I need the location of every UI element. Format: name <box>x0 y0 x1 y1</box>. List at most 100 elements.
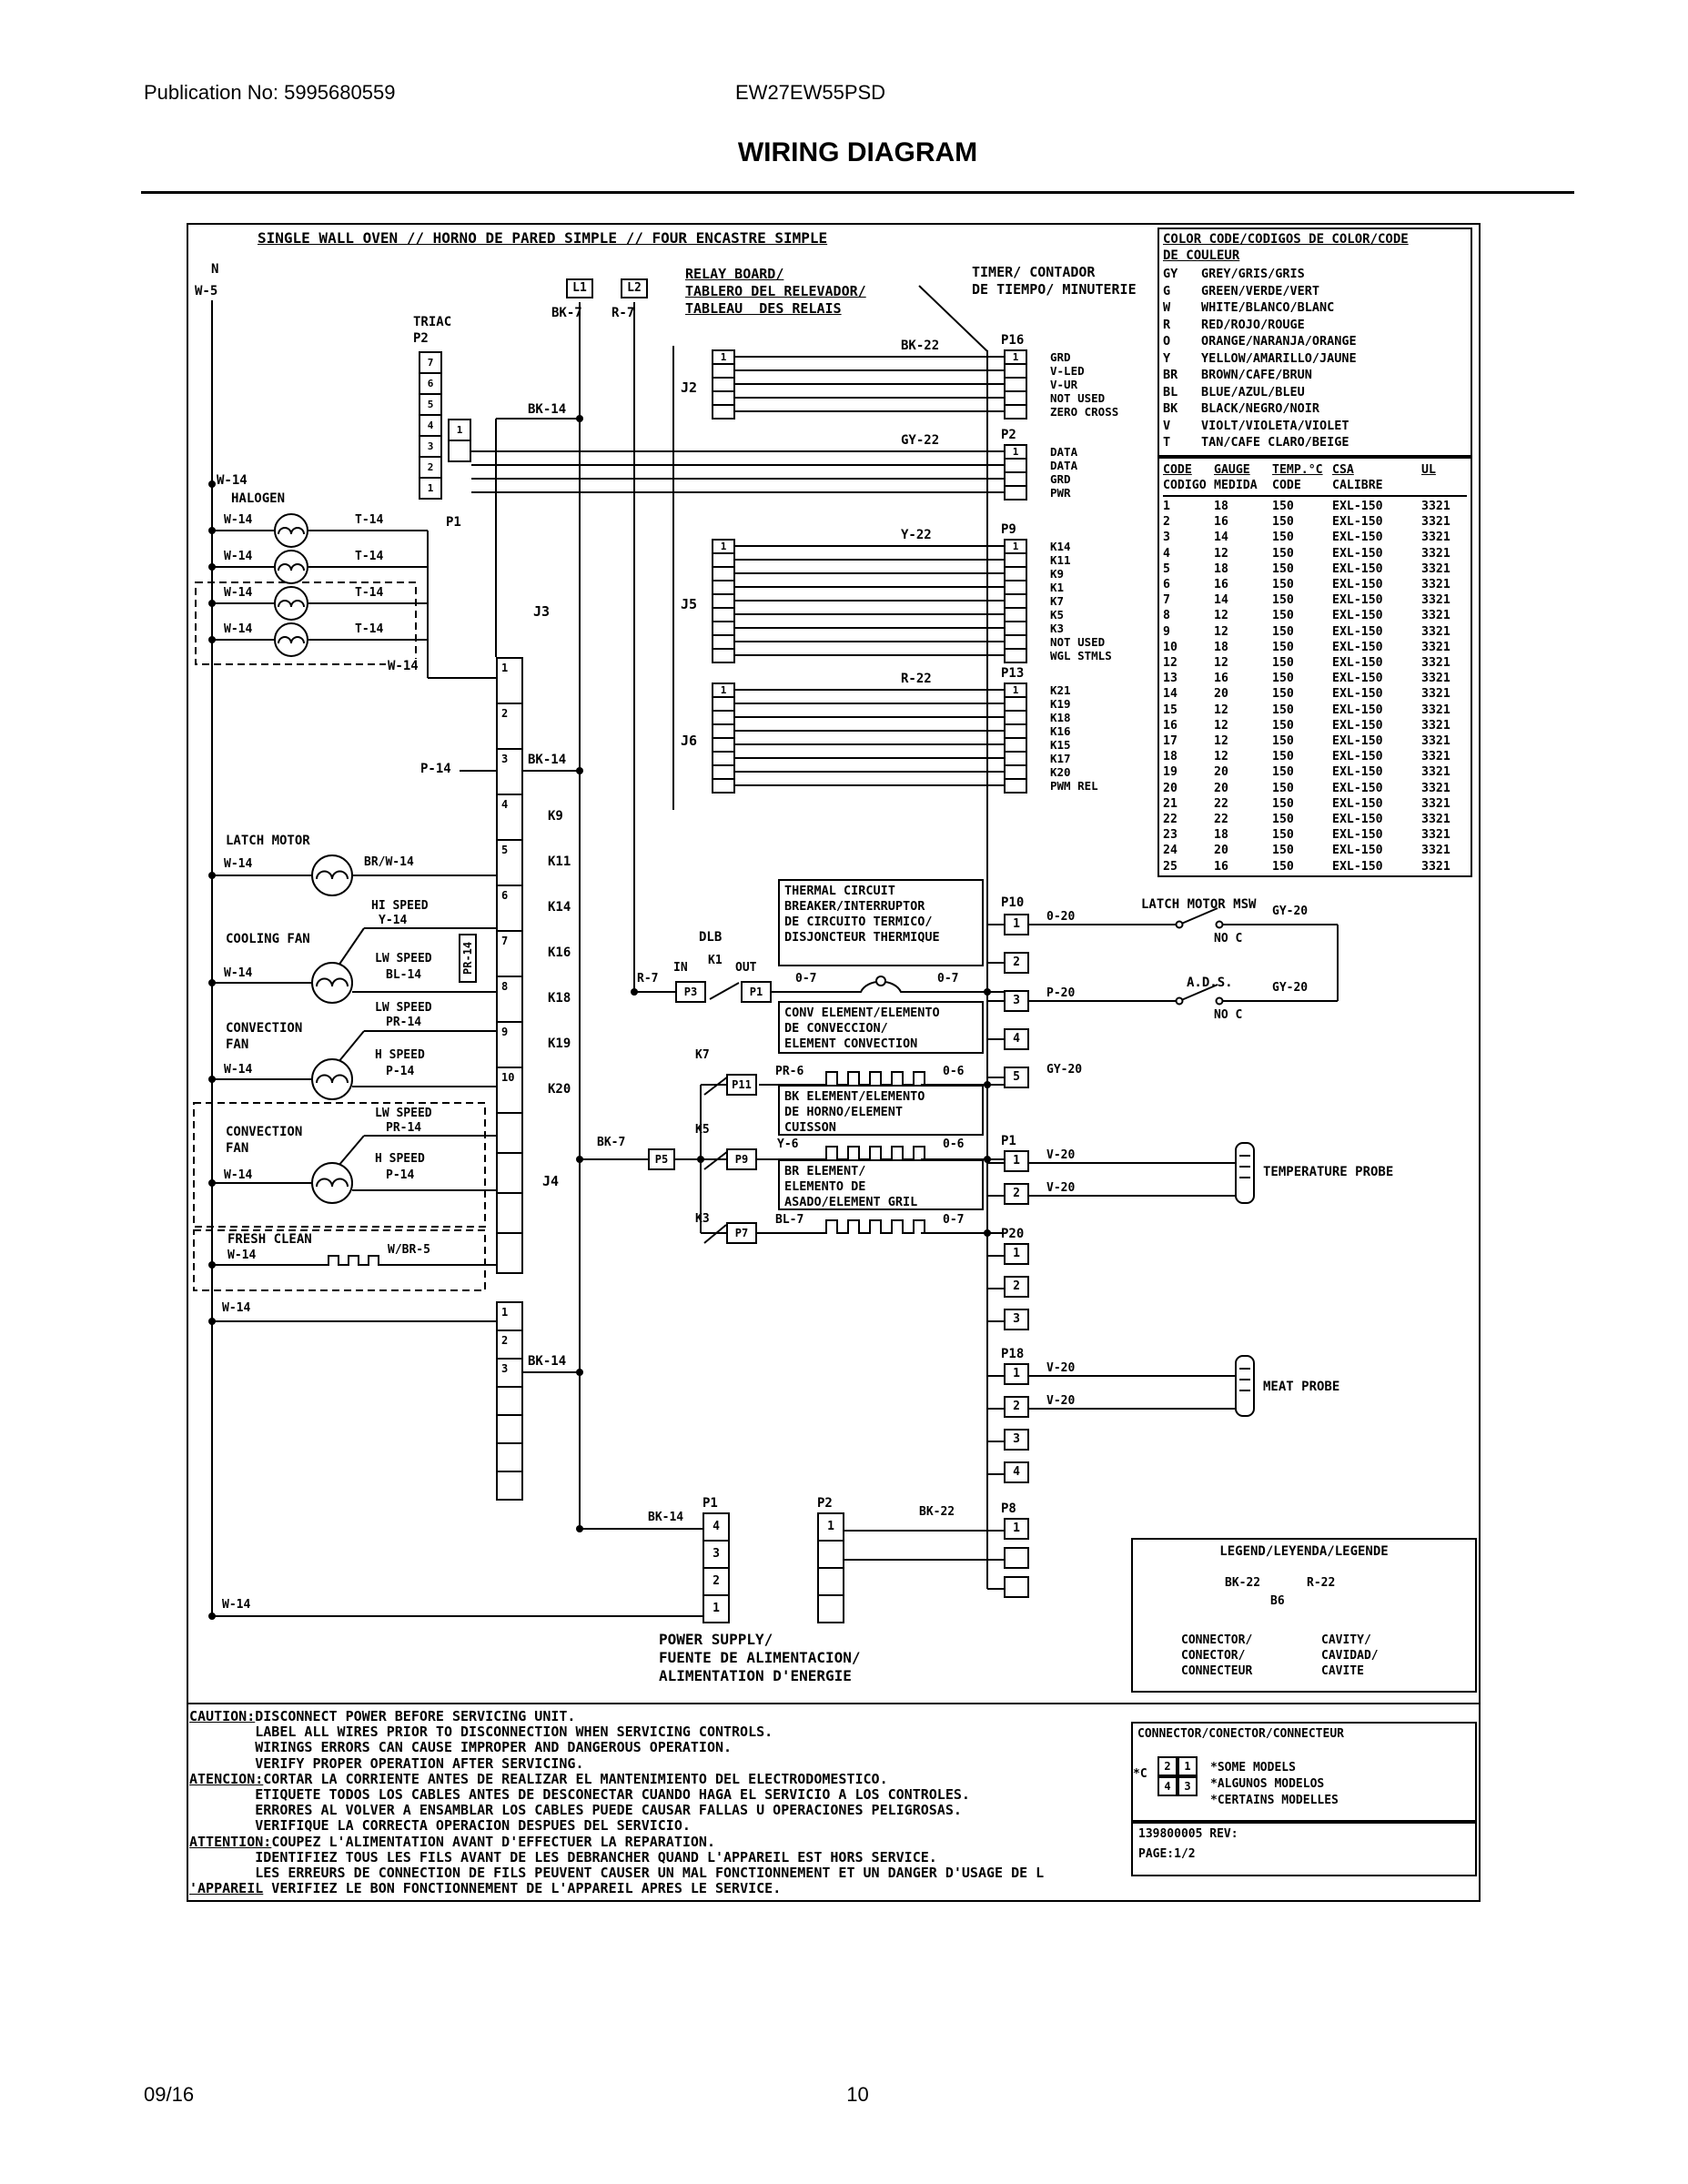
relay-coil-label: K11 <box>548 854 571 869</box>
connector-p16-pins: 1 <box>1004 349 1027 420</box>
triac-pin: 3 <box>419 435 442 458</box>
t14-wire-label: T-14 <box>355 586 384 600</box>
convection-fan-icon <box>311 1162 353 1204</box>
gauge-code: 19 <box>1163 765 1178 780</box>
color-code: GY <box>1163 267 1178 281</box>
caution-text: ETIQUETE TODOS LOS CABLES ANTES DE DESCO… <box>189 1786 970 1804</box>
gauge-row: 2 16 150 EXL-150 3321 <box>1163 514 1471 530</box>
r7-wire-label: R-7 <box>635 972 661 986</box>
gauge-ul: 3321 <box>1421 609 1450 623</box>
gauge-csa: EXL-150 <box>1332 796 1383 811</box>
caution-text: LABEL ALL WIRES PRIOR TO DISCONNECTION W… <box>189 1724 773 1741</box>
pin-label: K9 <box>1050 567 1065 581</box>
legend-b6-label: B6 <box>1270 1594 1285 1608</box>
color-name: VIOLT/VIOLETA/VIOLET <box>1201 418 1349 433</box>
pin-label: K3 <box>1050 622 1065 635</box>
gauge-temp: 150 <box>1272 593 1294 608</box>
gauge-code: 9 <box>1163 624 1170 639</box>
gy20-wire-label: GY-20 <box>1046 1063 1083 1077</box>
convection-fan-title: CONVECTION <box>226 1021 303 1036</box>
caution-line: ERRORES AL VOLVER A ENSAMBLAR LOS CABLES… <box>189 1803 1127 1818</box>
timer-title-line: DE TIEMPO/ MINUTERIE <box>972 281 1137 298</box>
connector-grid-cell: 3 <box>1178 1776 1198 1796</box>
gauge-value: 12 <box>1214 718 1228 733</box>
p20-wire-label: P-20 <box>1046 986 1076 1000</box>
color-name: YELLOW/AMARILLO/JAUNE <box>1201 350 1357 366</box>
element-note-line: DE CONVECCION/ <box>784 1021 888 1036</box>
gauge-ul: 3321 <box>1421 718 1450 733</box>
connector-pin <box>712 648 735 663</box>
pin-label: K20 <box>1050 765 1071 779</box>
connector-pin <box>817 1540 844 1569</box>
w14-wire-label: W-14 <box>224 513 253 527</box>
r7-wire-label: R-7 <box>612 306 635 320</box>
connector-pin <box>1004 648 1027 663</box>
gauge-header-cell: CODE <box>1272 479 1301 493</box>
thermal-note-line: DISJONCTEUR THERMIQUE <box>784 930 940 945</box>
connector-p9-label: P9 <box>1001 522 1016 537</box>
gauge-ul: 3321 <box>1421 859 1450 874</box>
pin-label: NOT USED <box>1050 635 1106 649</box>
y6-wire-label: Y-6 <box>775 1138 801 1152</box>
p9-connector-box: P9 <box>726 1148 757 1170</box>
gauge-csa: EXL-150 <box>1332 765 1383 780</box>
connector-p16-label: P16 <box>1001 333 1025 348</box>
color-name: WHITE/BLANCO/BLANC <box>1201 300 1335 315</box>
connector-pin: 2 <box>1004 952 1029 974</box>
pin-label: NOT USED <box>1050 391 1106 405</box>
hi-speed-label: HI SPEED <box>371 899 429 913</box>
gauge-csa: EXL-150 <box>1332 813 1383 827</box>
caution-text: CORTAR LA CORRIENTE ANTES DE REALIZAR EL… <box>263 1770 888 1787</box>
gauge-ul: 3321 <box>1421 765 1450 780</box>
gauge-value: 20 <box>1214 844 1228 858</box>
caution-label: ATENCION: <box>189 1770 264 1787</box>
gauge-ul: 3321 <box>1421 531 1450 545</box>
color-code-row: T TAN/CAFE CLARO/BEIGE <box>1163 434 1357 451</box>
color-name: GREEN/VERDE/VERT <box>1201 283 1320 298</box>
wbr5-wire-label: W/BR-5 <box>388 1243 430 1257</box>
triac-p2-label: P2 <box>413 331 429 346</box>
cooling-fan-title: COOLING FAN <box>226 932 310 946</box>
pin-label: V-UR <box>1050 378 1078 391</box>
pin-label: K15 <box>1050 738 1071 752</box>
w5-wire-label: W-5 <box>195 284 218 298</box>
connector-p2-label: P2 <box>1001 428 1016 442</box>
terminal-cell <box>496 1414 523 1444</box>
single-wires <box>212 418 702 1617</box>
caution-line: CAUTION:DISCONNECT POWER BEFORE SERVICIN… <box>189 1708 1127 1724</box>
gauge-header-cell: CSA <box>1332 463 1354 477</box>
pin-label: PWR <box>1050 486 1071 500</box>
legend-text-line: CAVIDAD/ <box>1321 1649 1379 1663</box>
connector-pin: 1 <box>448 419 471 441</box>
relay-coil-label: K20 <box>548 1082 571 1097</box>
gauge-csa: EXL-150 <box>1332 500 1383 513</box>
p11-connector-box: P11 <box>726 1074 757 1096</box>
connector-pin <box>1004 1547 1029 1569</box>
gauge-temp: 150 <box>1272 578 1294 592</box>
connector-pin: 1 <box>712 682 735 698</box>
connector-p1-label: P1 <box>1001 1134 1016 1148</box>
connector-j3-label: J3 <box>533 603 551 620</box>
gauge-csa: EXL-150 <box>1332 531 1383 545</box>
terminal-cell <box>496 1112 523 1154</box>
gauge-row: 20 20 150 EXL-150 3321 <box>1163 781 1471 796</box>
j3-terminal-strip-lower <box>496 1112 523 1274</box>
legend-text-line: CONNECTEUR <box>1181 1664 1253 1678</box>
no-c-label: NO C <box>1214 932 1243 945</box>
relay-coil-label: K14 <box>548 900 571 915</box>
element-coil <box>819 1146 932 1160</box>
gauge-csa: EXL-150 <box>1332 687 1383 702</box>
gauge-row: 10 18 150 EXL-150 3321 <box>1163 640 1471 655</box>
gauge-code: 18 <box>1163 750 1178 764</box>
connector-pin: 1 <box>1004 1243 1029 1265</box>
gauge-ul: 3321 <box>1421 561 1450 576</box>
connector-grid-cell: 4 <box>1157 1776 1178 1796</box>
legend-text-line: CONNECTOR/ <box>1181 1633 1253 1647</box>
gauge-value: 14 <box>1214 593 1228 608</box>
legend-title: LEGEND/LEYENDA/LEGENDE <box>1219 1544 1389 1559</box>
halogen-lamp-icon <box>274 513 308 548</box>
w14-wire-label: W-14 <box>224 622 253 636</box>
